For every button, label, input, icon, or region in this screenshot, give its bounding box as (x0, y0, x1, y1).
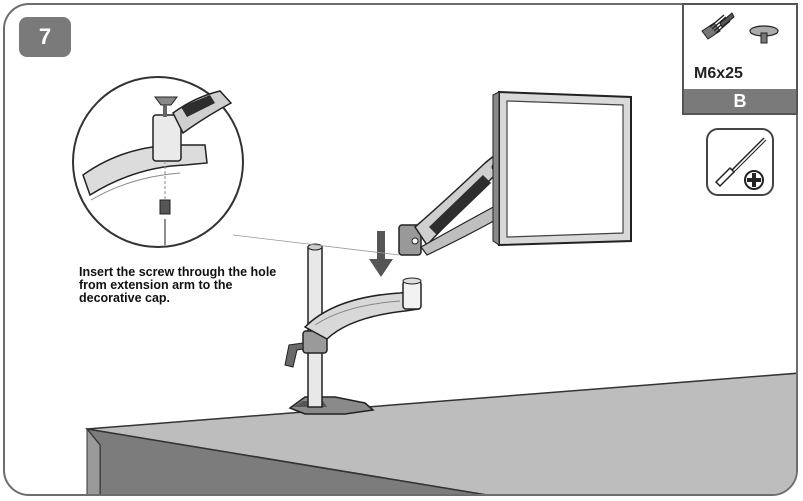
down-arrow (369, 231, 393, 277)
step-number-badge: 7 (19, 17, 71, 57)
tool-box (706, 128, 774, 196)
screw-size-label: M6x25 (694, 65, 743, 82)
screw-icon (701, 12, 735, 40)
instruction-text: Insert the screw through the hole from e… (79, 265, 277, 305)
leader-lines (232, 234, 400, 256)
desk (85, 372, 796, 494)
step-frame: 7 Insert the screw through the hole from… (3, 3, 798, 496)
parts-letter-label: B (684, 89, 796, 113)
extension-arm (303, 277, 422, 340)
assembly-illustration (72, 76, 796, 494)
phillips-screwdriver-icon (714, 137, 767, 190)
desk-clamp-base (288, 396, 375, 415)
monitor (492, 90, 632, 247)
gas-spring-arm (398, 153, 504, 256)
detail-callout (72, 76, 244, 248)
decorative-cap-icon (749, 25, 779, 44)
parts-box: M6x25 B (682, 3, 798, 115)
screw-and-cap-icon (701, 12, 779, 44)
